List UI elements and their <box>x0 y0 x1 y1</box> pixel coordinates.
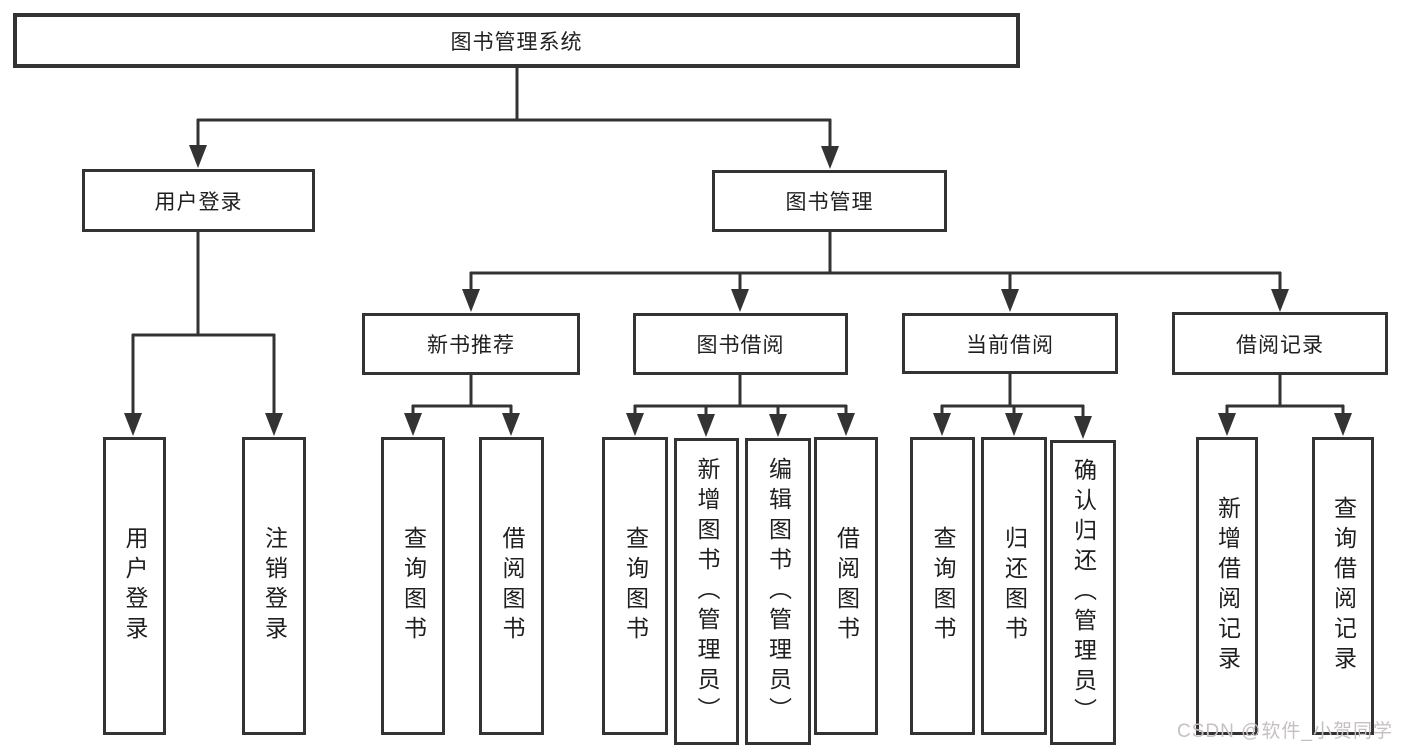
leaf-return-books: 归还图书 <box>981 437 1047 735</box>
node-label: 借阅图书 <box>499 526 525 646</box>
connector-newbooks-to-leaves <box>404 373 520 436</box>
node-label: 查询借阅记录 <box>1330 496 1357 676</box>
node-root-label: 图书管理系统 <box>450 30 583 54</box>
connector-borrow-to-leaves <box>626 373 855 437</box>
node-label: 借阅图书 <box>833 526 860 646</box>
connector-bookmgmt-to-level3 <box>462 230 1289 312</box>
leaf-query-borrow-record: 查询借阅记录 <box>1312 437 1374 735</box>
leaf-query-books-current: 查询图书 <box>910 437 975 735</box>
node-borrow-records: 借阅记录 <box>1172 312 1388 375</box>
leaf-add-borrow-record: 新增借阅记录 <box>1196 437 1258 735</box>
node-label: 用户登录 <box>122 526 148 646</box>
node-root: 图书管理系统 <box>13 13 1020 68</box>
connector-current-to-leaves <box>933 373 1092 439</box>
node-label: 新增图书（管理员） <box>694 456 720 727</box>
leaf-query-books-borrow: 查询图书 <box>602 437 668 735</box>
leaf-user-login: 用户登录 <box>103 437 166 735</box>
connector-records-to-leaves <box>1218 373 1352 436</box>
csdn-watermark: CSDN @软件_小贺同学 <box>1177 721 1393 742</box>
node-new-book-recommend: 新书推荐 <box>362 313 580 375</box>
leaf-add-books-admin: 新增图书（管理员） <box>674 438 739 745</box>
node-label: 确认归还（管理员） <box>1070 457 1097 728</box>
node-label: 新书推荐 <box>427 334 515 357</box>
node-book-management: 图书管理 <box>712 170 947 232</box>
node-label: 图书借阅 <box>696 334 785 357</box>
node-label: 当前借阅 <box>966 333 1054 357</box>
node-label: 归还图书 <box>1001 526 1028 646</box>
node-label: 编辑图书（管理员） <box>765 456 792 727</box>
leaf-logout: 注销登录 <box>242 437 306 735</box>
leaf-query-books-recommend: 查询图书 <box>381 437 445 735</box>
node-label: 注销登录 <box>261 526 288 646</box>
node-label: 图书管理 <box>785 191 874 214</box>
leaf-edit-books-admin: 编辑图书（管理员） <box>745 438 811 745</box>
node-current-borrow: 当前借阅 <box>902 313 1118 374</box>
node-user-login-branch: 用户登录 <box>82 169 315 232</box>
node-label: 查询图书 <box>400 526 427 646</box>
node-book-borrow: 图书借阅 <box>633 313 848 375</box>
node-label: 用户登录 <box>154 190 243 214</box>
leaf-borrow-books: 借阅图书 <box>814 437 878 735</box>
node-label: 查询图书 <box>622 526 649 646</box>
connector-userlogin-to-leaves <box>124 230 283 436</box>
node-label: 新增借阅记录 <box>1214 496 1241 676</box>
connector-root-to-level2 <box>189 66 839 169</box>
node-label: 查询图书 <box>930 526 956 646</box>
node-label: 借阅记录 <box>1236 333 1324 357</box>
leaf-borrow-books-recommend: 借阅图书 <box>479 437 544 735</box>
leaf-confirm-return-admin: 确认归还（管理员） <box>1050 440 1116 745</box>
